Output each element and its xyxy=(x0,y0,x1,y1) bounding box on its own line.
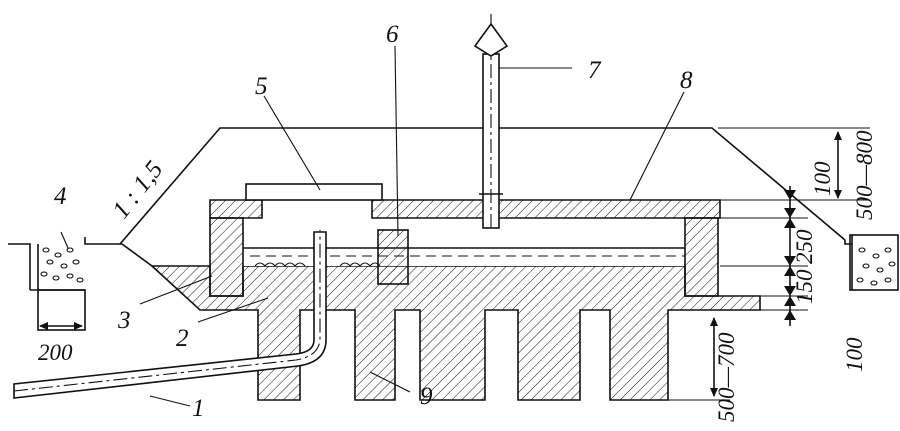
callout-4: 4 xyxy=(54,183,67,210)
leader-lines xyxy=(60,45,685,407)
cover-slab xyxy=(209,199,721,219)
callout-8: 8 xyxy=(680,67,693,94)
callout-7: 7 xyxy=(588,57,602,84)
callout-1: 1 xyxy=(192,395,205,422)
right-side-wall xyxy=(684,217,719,297)
hatch-cover xyxy=(245,183,383,201)
callout-9: 9 xyxy=(420,383,433,410)
inlet-pipe xyxy=(13,230,327,399)
dim-500-800: 500—800 xyxy=(852,130,877,220)
callout-labels: 1 2 3 4 5 6 7 8 9 xyxy=(54,21,693,422)
block-6 xyxy=(377,229,409,285)
dim-500-700: 500—700 xyxy=(714,332,739,422)
callout-6: 6 xyxy=(386,21,399,48)
ground-and-embankment xyxy=(8,127,899,331)
right-drain-trench xyxy=(849,234,899,291)
left-side-wall xyxy=(209,217,244,297)
callout-3: 3 xyxy=(117,307,131,334)
callout-2: 2 xyxy=(176,325,189,352)
ventilation-channel xyxy=(243,247,685,267)
slope-label: 1 : 1,5 xyxy=(107,156,168,224)
dim-100-top: 100 xyxy=(810,161,835,196)
dim-250: 250 xyxy=(792,229,817,264)
vent-pipe xyxy=(473,14,509,229)
left-drain-trench xyxy=(37,289,86,331)
dim-200: 200 xyxy=(38,340,73,365)
dim-100-bottom: 100 xyxy=(842,337,867,372)
gravel-fill xyxy=(40,247,896,286)
dimension-labels: 200 100 500—800 250 150 100 500—700 xyxy=(38,130,877,422)
callout-5: 5 xyxy=(255,73,268,100)
dimension-lines xyxy=(39,127,870,401)
dim-150: 150 xyxy=(792,269,817,304)
